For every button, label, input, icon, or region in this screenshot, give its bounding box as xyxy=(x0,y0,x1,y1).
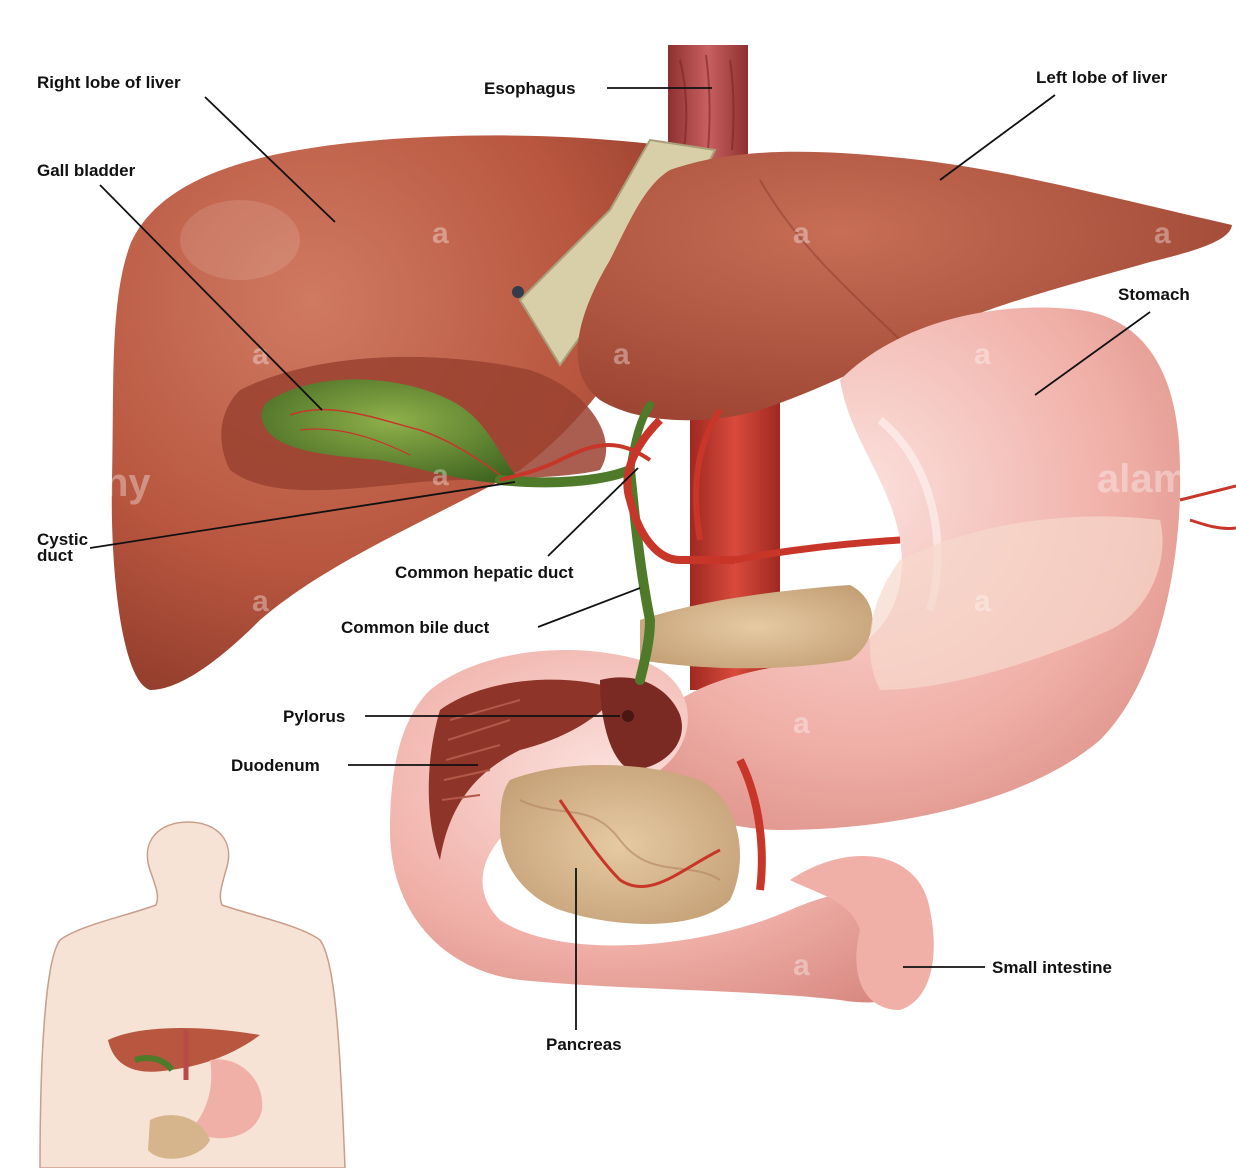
svg-text:a: a xyxy=(793,707,810,740)
watermark: a a a a a a a a a a a alam ny xyxy=(104,217,1188,982)
leader-left-lobe xyxy=(939,94,1056,181)
leader-right-lobe xyxy=(204,96,336,223)
label-cystic-duct-2: duct xyxy=(37,546,73,565)
label-small-intestine: Small intestine xyxy=(992,958,1112,977)
label-duodenum: Duodenum xyxy=(231,756,320,775)
label-common-bile-duct: Common bile duct xyxy=(341,618,490,637)
svg-text:a: a xyxy=(1154,217,1171,250)
inset-body-figure xyxy=(39,821,346,1168)
leader-cystic-duct xyxy=(89,481,516,549)
labels: Right lobe of liver Esophagus Left lobe … xyxy=(37,68,1190,1054)
svg-text:a: a xyxy=(613,338,630,371)
duodenum xyxy=(390,650,932,1003)
esophagus xyxy=(668,45,748,160)
svg-text:alam: alam xyxy=(1097,457,1188,501)
label-left-lobe: Left lobe of liver xyxy=(1036,68,1168,87)
label-common-hepatic-duct: Common hepatic duct xyxy=(395,563,574,582)
label-esophagus: Esophagus xyxy=(484,79,576,98)
svg-text:a: a xyxy=(432,217,449,250)
leader-gall-bladder xyxy=(99,184,323,411)
label-pylorus: Pylorus xyxy=(283,707,345,726)
label-cystic-duct-1: Cystic xyxy=(37,530,88,549)
label-pancreas: Pancreas xyxy=(546,1035,622,1054)
leader-common-bile-duct xyxy=(537,587,641,628)
svg-text:a: a xyxy=(793,949,810,982)
pancreas-tail xyxy=(869,516,1163,690)
leader-common-hepatic-duct xyxy=(547,467,639,557)
pancreas-head xyxy=(500,765,740,924)
svg-text:ny: ny xyxy=(104,461,151,505)
label-gall-bladder: Gall bladder xyxy=(37,161,136,180)
arteries xyxy=(499,408,1236,891)
leader-stomach xyxy=(1034,311,1151,396)
pancreas-body xyxy=(640,585,873,669)
svg-text:a: a xyxy=(252,585,269,618)
gall-bladder xyxy=(261,379,520,483)
svg-text:a: a xyxy=(252,338,269,371)
leader-lines xyxy=(89,87,1151,1030)
svg-text:a: a xyxy=(974,338,991,371)
svg-text:a: a xyxy=(974,585,991,618)
small-intestine xyxy=(790,856,934,1010)
liver-left-lobe xyxy=(577,151,1232,421)
label-right-lobe: Right lobe of liver xyxy=(37,73,181,92)
svg-text:a: a xyxy=(793,217,810,250)
svg-text:a: a xyxy=(432,459,449,492)
label-stomach: Stomach xyxy=(1118,285,1190,304)
pylorus xyxy=(600,677,682,770)
